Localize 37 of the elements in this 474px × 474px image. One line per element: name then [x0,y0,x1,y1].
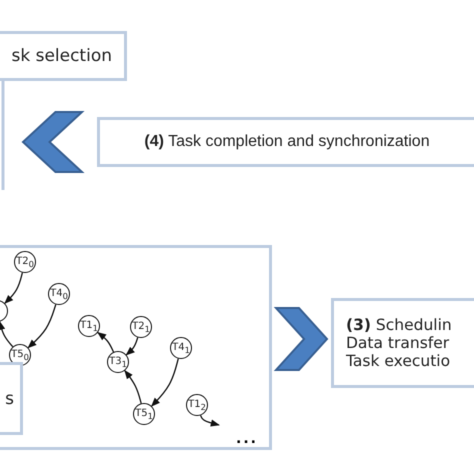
task-label: T2$_{1}$ [132,320,150,334]
task-circle [170,337,192,359]
task-circle [130,316,152,338]
arrow [28,304,56,348]
arrow [4,272,23,304]
task-circle [48,283,70,305]
task-label: T5$_{1}$ [135,408,153,420]
arrow [200,415,220,427]
step-box [0,31,127,81]
task-circle [133,403,155,425]
task-label: T4$_{1}$ [172,342,190,354]
step-box [331,298,474,388]
task-label: T3$_{1}$ [109,356,127,368]
arrow [0,320,14,348]
step-label: Task executio [346,352,450,370]
arrow [124,370,142,404]
step-label: Data transfer [346,334,450,352]
step-label: (4) Task completion and synchronization [144,133,430,151]
task-label: T1$_{1}$ [80,320,98,332]
step-label: sk selection [11,46,112,66]
task-label: T2$_{0}$ [16,256,34,268]
task-label: T5$_{0}$ [11,348,29,362]
chevron-arrow [22,111,85,173]
arrow [97,332,114,352]
task-label: T1$_{2}$ [188,398,206,412]
step-label: s [5,388,14,408]
step-label: (3) Schedulin [346,316,452,334]
chevron-arrow [274,307,328,371]
ellipsis-label: ... [236,431,258,447]
arrow [151,358,179,407]
task-label: T4$_{0}$ [50,288,68,300]
task-circle [78,315,100,337]
task-circle [14,251,36,273]
arrow [126,337,138,356]
task-circle [186,394,208,416]
task-circle [107,351,129,373]
step-box [97,117,474,167]
